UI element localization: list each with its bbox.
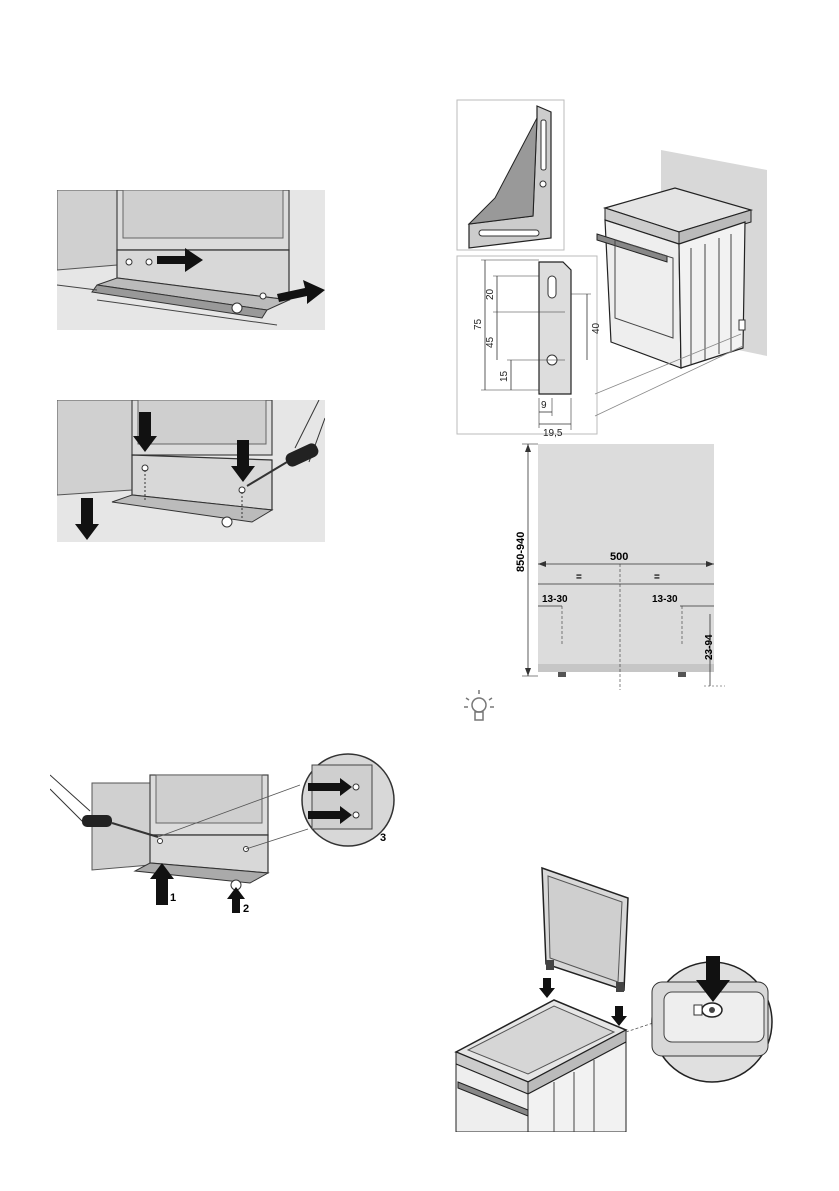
width-label: 500 [610, 551, 628, 563]
dim-15: 15 [499, 370, 510, 382]
dim-9: 9 [541, 400, 547, 411]
figure-base-reattach: 1 2 3 [50, 745, 395, 915]
foot-right-range: 13-30 [652, 594, 678, 605]
foot-left-range: 13-30 [542, 594, 568, 605]
equal-right-label: = [654, 572, 660, 583]
equal-left-label: = [576, 572, 582, 583]
figure-lid-fitting [444, 860, 784, 1132]
dim-20: 20 [485, 288, 496, 300]
inset-3-label: 3 [380, 832, 386, 844]
arrow-2-label: 2 [243, 903, 249, 915]
height-range-label: 850-940 [515, 532, 527, 572]
foot-height-range: 23-94 [704, 634, 715, 660]
dim-75: 75 [473, 318, 484, 330]
figure-base-slide-out [57, 190, 325, 330]
dim-45: 45 [485, 336, 496, 348]
dim-19-5: 19,5 [543, 428, 563, 438]
lightbulb-icon [460, 688, 498, 728]
figure-cooker-height-levelling: 850-940 500 = = 13-30 13-30 23-94 [500, 438, 725, 690]
figure-base-screw-fixing [57, 400, 325, 542]
dim-40: 40 [591, 322, 602, 334]
arrow-1-label: 1 [170, 892, 176, 904]
figure-anti-tip-bracket: 75 20 45 15 40 9 19,5 [455, 98, 775, 438]
